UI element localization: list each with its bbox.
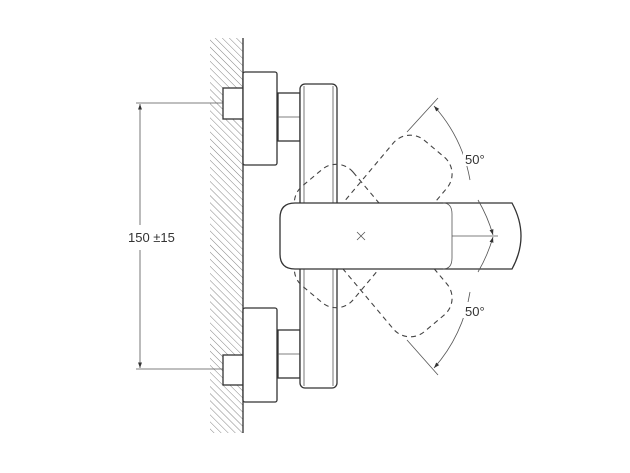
mixer-handle: [279, 202, 522, 270]
spacing-dimension: [136, 102, 223, 370]
handle-rotated-up: [293, 134, 453, 309]
lower-eccentric-connector: [222, 307, 301, 403]
angle-up-label: 50°: [465, 152, 485, 167]
spacing-dimension-label: 150 ±15: [128, 230, 175, 245]
angle-dimension: [406, 97, 498, 376]
upper-eccentric-connector: [222, 71, 301, 166]
angle-down-label: 50°: [465, 304, 485, 319]
